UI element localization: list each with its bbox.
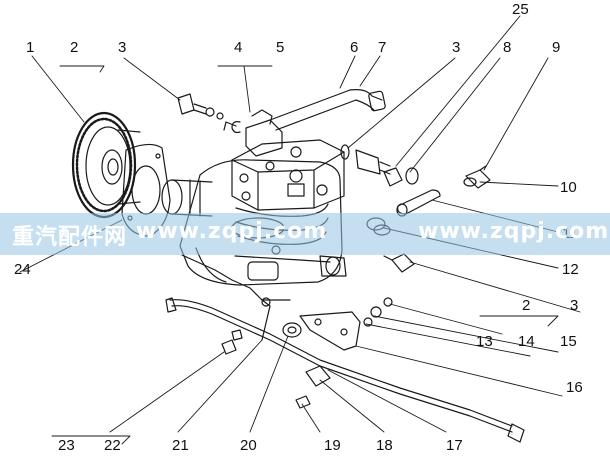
drive-gear [71, 111, 141, 219]
callout-15: 15 [560, 333, 577, 350]
callout-8: 8 [503, 39, 511, 56]
callout-5: 5 [276, 39, 284, 56]
callout-9: 9 [552, 39, 560, 56]
callout-20: 20 [240, 437, 257, 454]
watermark-site-right: www.zqpj.com [418, 219, 610, 244]
callout-3c: 3 [570, 297, 578, 314]
callout-1: 1 [26, 39, 34, 56]
clip-18 [305, 365, 331, 387]
fitting-right-group [340, 144, 419, 187]
bolt-22 [221, 329, 243, 355]
control-cable [165, 297, 525, 443]
bushing-20 [282, 322, 302, 338]
bracket [299, 311, 361, 351]
air-tube [269, 89, 386, 131]
washers [363, 297, 393, 327]
callout-2b: 2 [522, 297, 530, 314]
callout-6: 6 [350, 39, 358, 56]
watermark-banner [0, 213, 610, 255]
callout-24: 24 [14, 261, 31, 278]
callout-16: 16 [566, 379, 583, 396]
callout-3b: 3 [452, 39, 460, 56]
callout-19: 19 [324, 437, 341, 454]
fitting-3-left [177, 93, 224, 120]
callout-7: 7 [378, 39, 386, 56]
watermark-site-left: www.zqpj.com [136, 219, 328, 244]
callout-12: 12 [562, 261, 579, 278]
fitting-9-10 [463, 165, 491, 189]
callout-labels: 1 2 3 4 5 6 7 3 8 9 25 10 11 12 2 3 13 1… [14, 1, 583, 454]
callout-23: 23 [58, 437, 75, 454]
callout-18: 18 [376, 437, 393, 454]
callout-14: 14 [518, 333, 535, 350]
callout-21: 21 [172, 437, 189, 454]
cylinder-head [231, 139, 345, 211]
bolt-19 [295, 395, 311, 409]
callout-10: 10 [560, 179, 577, 196]
callout-4: 4 [234, 39, 242, 56]
callout-17: 17 [446, 437, 463, 454]
callout-22: 22 [104, 437, 121, 454]
watermark-brand: 重汽配件网 [12, 225, 128, 250]
callout-13: 13 [476, 333, 493, 350]
callout-2: 2 [70, 39, 78, 56]
bolt-21 [261, 297, 271, 341]
fitting-2-3 [383, 253, 415, 273]
callout-3: 3 [118, 39, 126, 56]
callout-25: 25 [512, 1, 529, 18]
